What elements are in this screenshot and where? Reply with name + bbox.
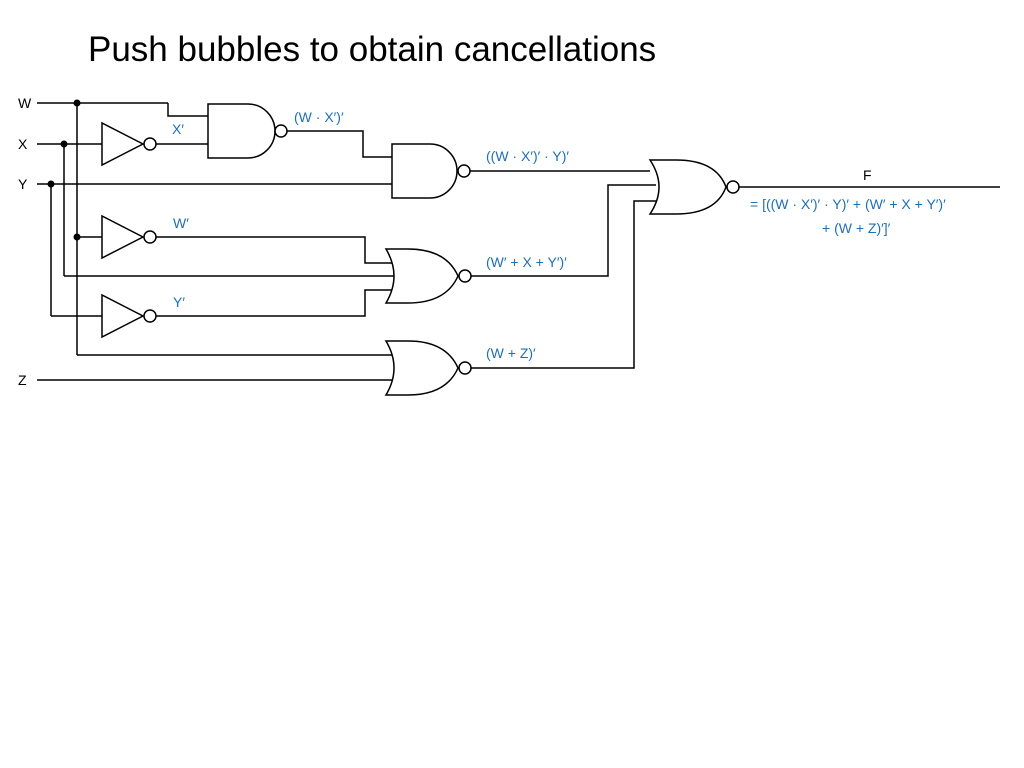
input-label-w: W: [18, 95, 32, 111]
inverter-y: [101, 293, 157, 339]
input-label-x: X: [18, 136, 28, 152]
label-wx-nand: (W · X′)′: [294, 109, 344, 125]
output-expression-line1: = [((W · X′)′ · Y)′ + (W′ + X + Y′)′: [750, 196, 946, 212]
inverter-w: [101, 214, 157, 260]
output-label-f: F: [863, 167, 872, 183]
nor-gate-wxy: [156, 184, 656, 317]
bus-wires: [50, 103, 392, 356]
label-x-not: X′: [172, 121, 184, 137]
label-y-not: Y′: [173, 294, 185, 310]
nor-gate-wz: [384, 200, 656, 396]
nand-gate-wxy: [391, 143, 650, 199]
slide-title: Push bubbles to obtain cancellations: [88, 30, 657, 69]
nand-gate-wx: [156, 103, 392, 159]
label-wz-nor: (W + Z)′: [486, 345, 536, 361]
label-wxy-nor: (W′ + X + Y′)′: [486, 254, 567, 270]
output-nor-gate: [648, 159, 1000, 215]
inverter-x: [101, 121, 157, 167]
junction-dots: [47, 99, 81, 241]
input-label-y: Y: [18, 176, 28, 192]
label-w-not: W′: [173, 215, 189, 231]
input-label-z: Z: [18, 372, 27, 388]
input-wires: [37, 102, 392, 381]
label-wxy-nand: ((W · X′)′ · Y)′: [486, 148, 569, 164]
output-expression-line2: + (W + Z)′]′: [822, 220, 891, 236]
